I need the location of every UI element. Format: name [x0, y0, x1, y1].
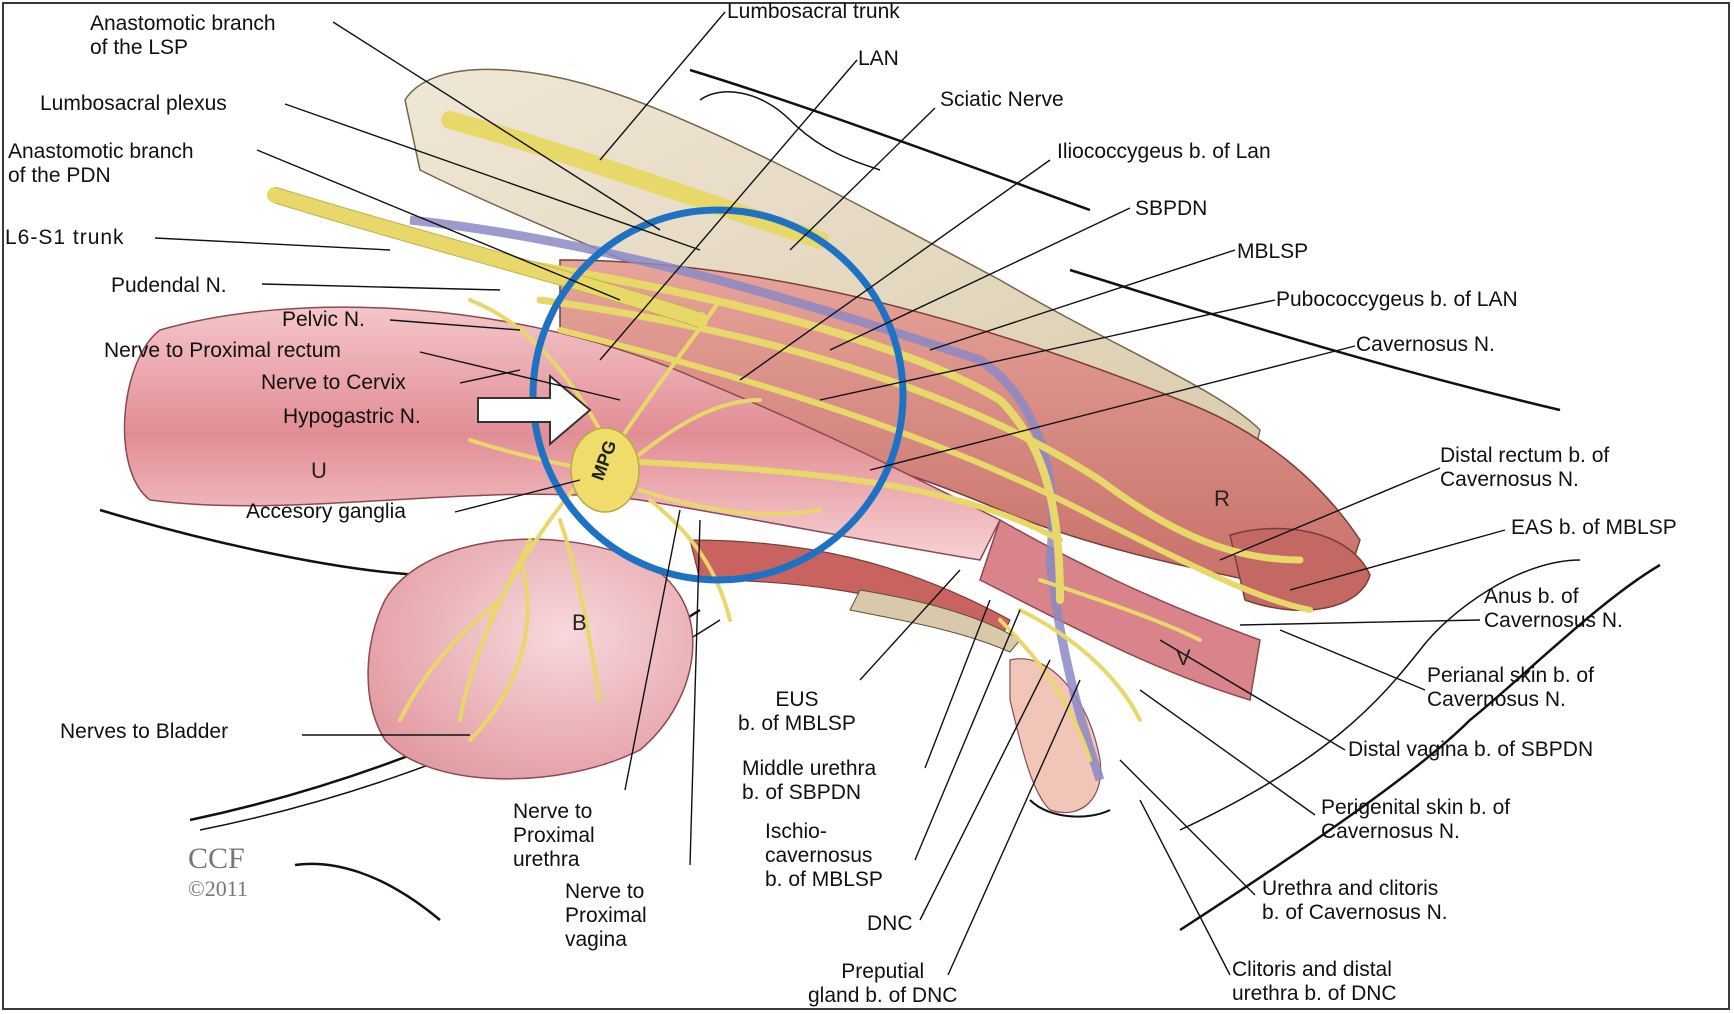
label-mblsp: MBLSP	[1237, 240, 1309, 263]
nerve-trunks	[267, 111, 1313, 613]
label-sbpdn: SBPDN	[1135, 197, 1208, 220]
urethra-sphincter	[689, 539, 1011, 641]
label-nerve-prox-urethra: Nerve to Proximal urethra	[513, 800, 595, 871]
label-sciatic-nerve: Sciatic Nerve	[940, 88, 1064, 111]
pointer-arrow	[477, 373, 592, 447]
nerve-trunks-outline	[274, 186, 701, 329]
organ-label-r: R	[1214, 486, 1230, 511]
organ-label-b: B	[572, 610, 587, 635]
label-pelvic: Pelvic N.	[282, 308, 365, 331]
label-nerve-prox-rectum: Nerve to Proximal rectum	[104, 339, 341, 362]
organ-label-v: V	[1176, 645, 1191, 670]
label-nerve-prox-vagina: Nerve to Proximal vagina	[565, 880, 647, 951]
leader-lines	[154, 11, 1506, 976]
label-distal-rectum: Distal rectum b. of Cavernosus N.	[1440, 444, 1610, 491]
label-lan: LAN	[858, 47, 899, 70]
label-accesory-ganglia: Accesory ganglia	[246, 500, 406, 523]
label-middle-urethra: Middle urethra b. of SBPDN	[742, 757, 877, 804]
label-urethra-clitoris: Urethra and clitoris b. of Cavernosus N.	[1262, 877, 1448, 924]
label-perianal: Perianal skin b. of Cavernosus N.	[1427, 664, 1594, 711]
label-eus: EUS b. of MBLSP	[738, 688, 856, 735]
label-l6-s1: L6-S1 trunk	[5, 226, 125, 249]
urethra	[849, 589, 1021, 653]
label-clitoris-distal: Clitoris and distal urethra b. of DNC	[1232, 958, 1397, 1005]
nerve-branches	[398, 298, 1202, 762]
bladder	[367, 538, 694, 780]
label-nerve-cervix: Nerve to Cervix	[261, 371, 406, 394]
credit-ccf: CCF	[188, 842, 245, 875]
label-iliococcygeus: Iliococcygeus b. of Lan	[1057, 140, 1271, 163]
label-pubococcygeus: Pubococcygeus b. of LAN	[1276, 288, 1518, 311]
label-eas: EAS b. of MBLSP	[1511, 516, 1677, 539]
mpg-ganglion	[570, 427, 640, 513]
label-dnc: DNC	[867, 912, 913, 935]
label-cavernosus: Cavernosus N.	[1356, 333, 1495, 356]
label-pudendal: Pudendal N.	[111, 274, 227, 297]
organ-label-u: U	[311, 458, 327, 483]
label-ischio: Ischio- cavernosus b. of MBLSP	[765, 820, 883, 891]
label-perigenital: Perigenital skin b. of Cavernosus N.	[1321, 796, 1511, 843]
label-hypogastric: Hypogastric N.	[283, 405, 421, 428]
highlight-circle	[529, 206, 907, 584]
label-distal-vagina: Distal vagina b. of SBPDN	[1348, 738, 1594, 761]
label-lumbosacral-plexus: Lumbosacral plexus	[40, 92, 227, 115]
vessel	[409, 215, 1105, 782]
label-nerves-bladder: Nerves to Bladder	[60, 720, 229, 743]
rectum-sphincter	[1229, 527, 1371, 611]
credit-year: ©2011	[188, 876, 248, 901]
label-anastomotic-lsp: Anastomotic branch of the LSP	[90, 12, 276, 59]
label-anus: Anus b. of Cavernosus N.	[1484, 585, 1623, 632]
label-lumbosacral-trunk: Lumbosacral trunk	[727, 0, 900, 23]
label-anastomotic-pdn: Anastomotic branch of the PDN	[8, 140, 194, 187]
label-preputial: Preputial gland b. of DNC	[808, 960, 958, 1007]
